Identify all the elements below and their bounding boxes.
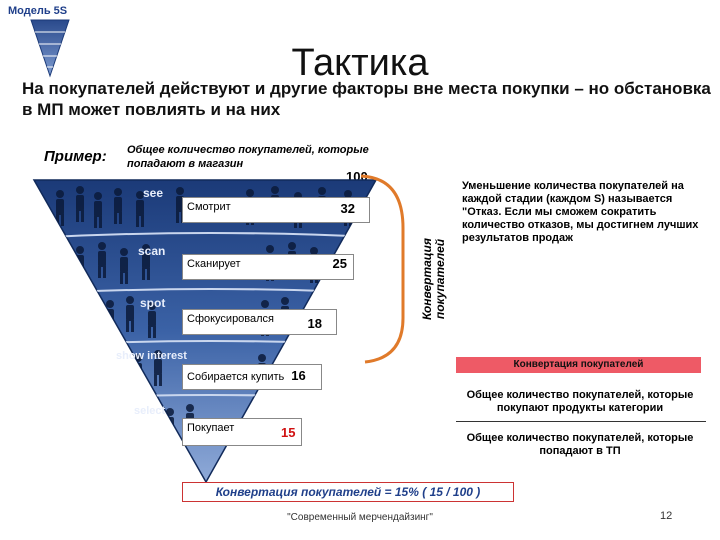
stage-value: 15 [281, 425, 296, 440]
stage-value: 25 [332, 256, 347, 271]
stage-label: Сканирует [187, 258, 241, 270]
mini-funnel-icon [30, 19, 70, 78]
page-title: Тактика [291, 42, 429, 84]
stage-label: Смотрит [187, 201, 231, 213]
page-number: 12 [660, 510, 673, 522]
fraction-line [456, 421, 706, 422]
stage-focused: Сфокусировался 18 [182, 309, 337, 335]
stage-value: 16 [291, 368, 306, 383]
example-label: Пример: [44, 148, 107, 165]
conversion-vertical-label: Конвертация покупателей [420, 238, 447, 320]
model-label: Модель 5S [8, 5, 68, 17]
dropout-note: Уменьшение количества покупателей на каж… [462, 180, 699, 244]
stage-looks: Смотрит 32 [182, 197, 370, 223]
conversion-badge: Конвертация покупателей [456, 357, 701, 373]
headline: На покупателей действуют и другие фактор… [22, 79, 711, 119]
fraction-denominator: Общее количество покупателей, которые по… [466, 432, 694, 457]
fraction-numerator: Общее количество покупателей, которые по… [466, 389, 694, 414]
band-label-see: see [143, 186, 164, 200]
stage-value: 32 [340, 201, 355, 216]
stage-label: Собирается купить [187, 371, 285, 383]
stage-label: Покупает [187, 422, 235, 434]
band-label-select: select [134, 405, 166, 417]
stage-buys: Покупает 15 [182, 418, 302, 446]
stage-value: 18 [307, 316, 322, 331]
footer-text: "Современный мерчендайзинг" [287, 512, 433, 523]
conversion-formula: Конвертация покупателей = 15% ( 15 / 100… [182, 482, 514, 502]
total-shoppers-note: Общее количество покупателей, которые по… [127, 144, 369, 170]
band-label-spot: spot [140, 296, 166, 310]
band-label-scan: scan [138, 244, 166, 258]
stage-label: Сфокусировался [187, 313, 275, 325]
stage-scans: Сканирует 25 [182, 254, 354, 280]
conversion-bracket [360, 174, 405, 364]
band-label-show-interest: show interest [116, 350, 187, 362]
stage-intends-to-buy: Собирается купить 16 [182, 364, 322, 390]
